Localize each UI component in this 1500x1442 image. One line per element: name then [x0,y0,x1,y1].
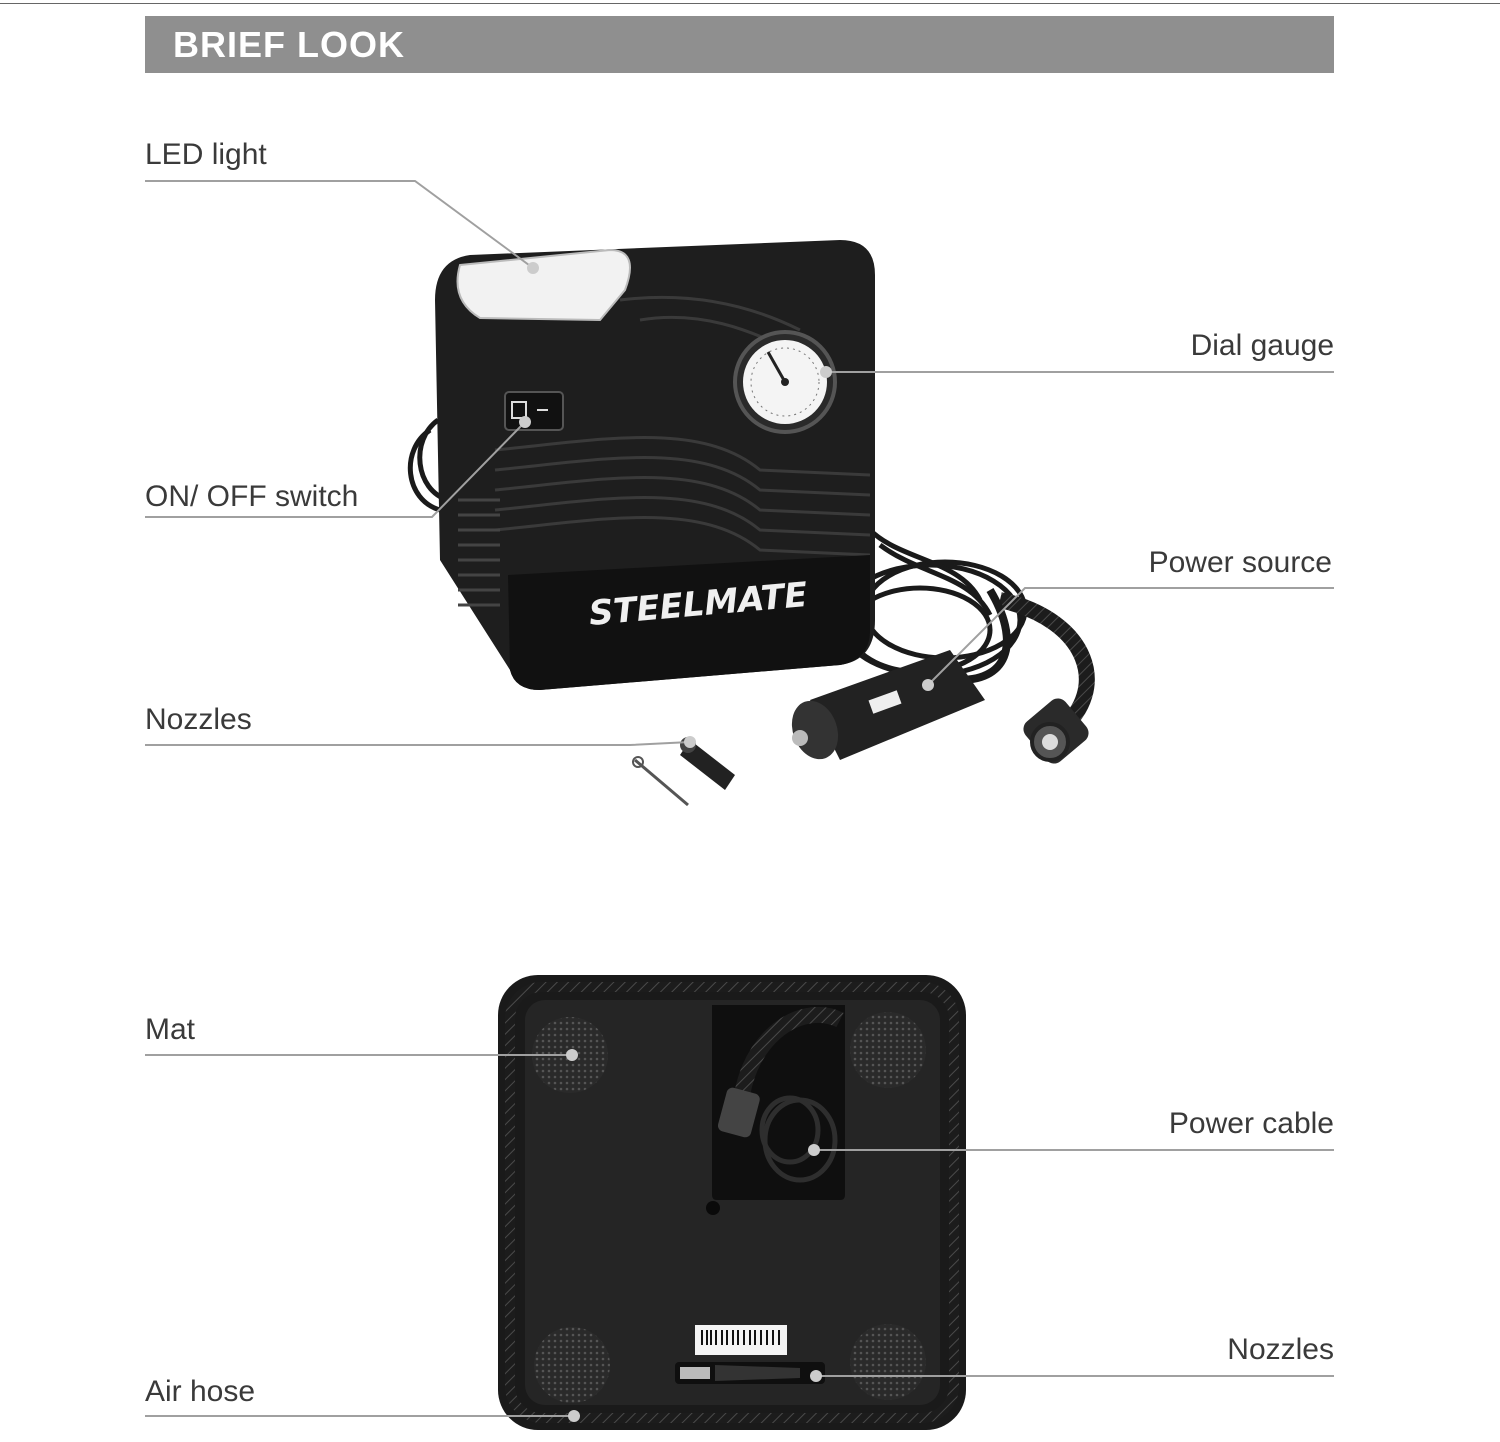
foot-mat-bottom-right [850,1324,926,1400]
nozzle-accessories [633,737,735,805]
leader-nozzles-top [145,742,690,745]
foot-mat-top-right [850,1012,926,1088]
compressor-front-view: STEELMATE [410,240,1092,805]
compressor-bottom-view [498,975,966,1430]
dial-gauge [735,332,835,432]
on-off-switch [505,392,563,430]
stored-nozzles [675,1362,825,1384]
foot-mat-bottom-left [534,1327,610,1403]
barcode-label [695,1325,787,1355]
